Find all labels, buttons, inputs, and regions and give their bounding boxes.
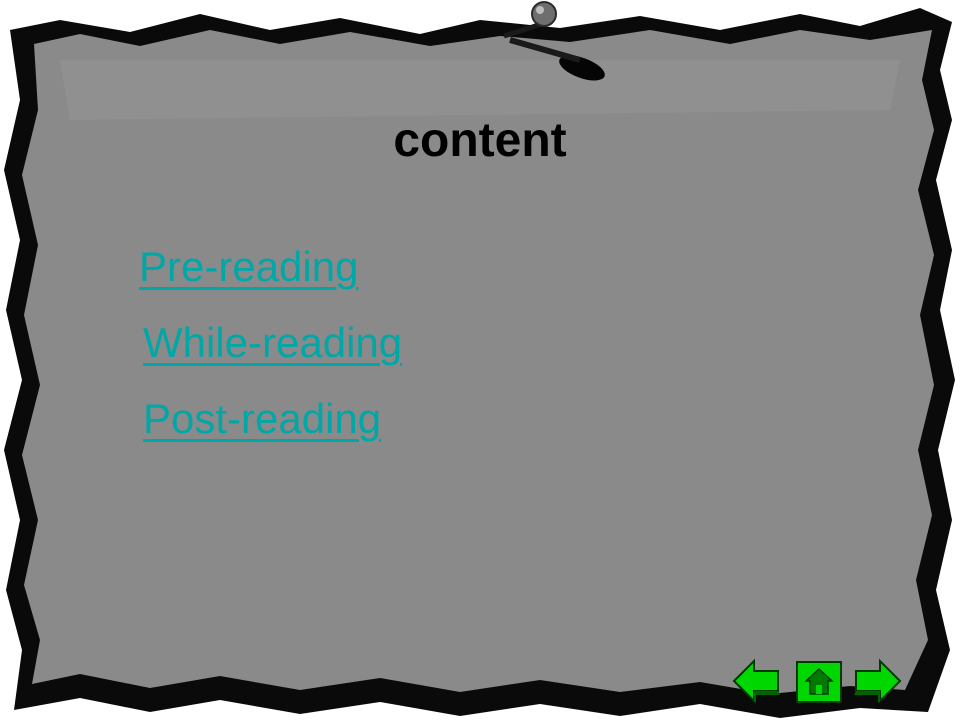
while-reading-link[interactable]: While-reading (143, 319, 403, 366)
arrow-right-icon (854, 658, 902, 704)
home-button[interactable] (796, 661, 842, 703)
pre-reading-link[interactable]: Pre-reading (139, 243, 359, 290)
previous-button[interactable] (732, 657, 782, 705)
arrow-left-icon (732, 658, 780, 704)
next-button[interactable] (852, 657, 902, 705)
page-title: content (393, 114, 567, 167)
pushpin-icon (503, 1, 605, 81)
home-icon (796, 661, 842, 703)
post-reading-link[interactable]: Post-reading (143, 395, 382, 442)
